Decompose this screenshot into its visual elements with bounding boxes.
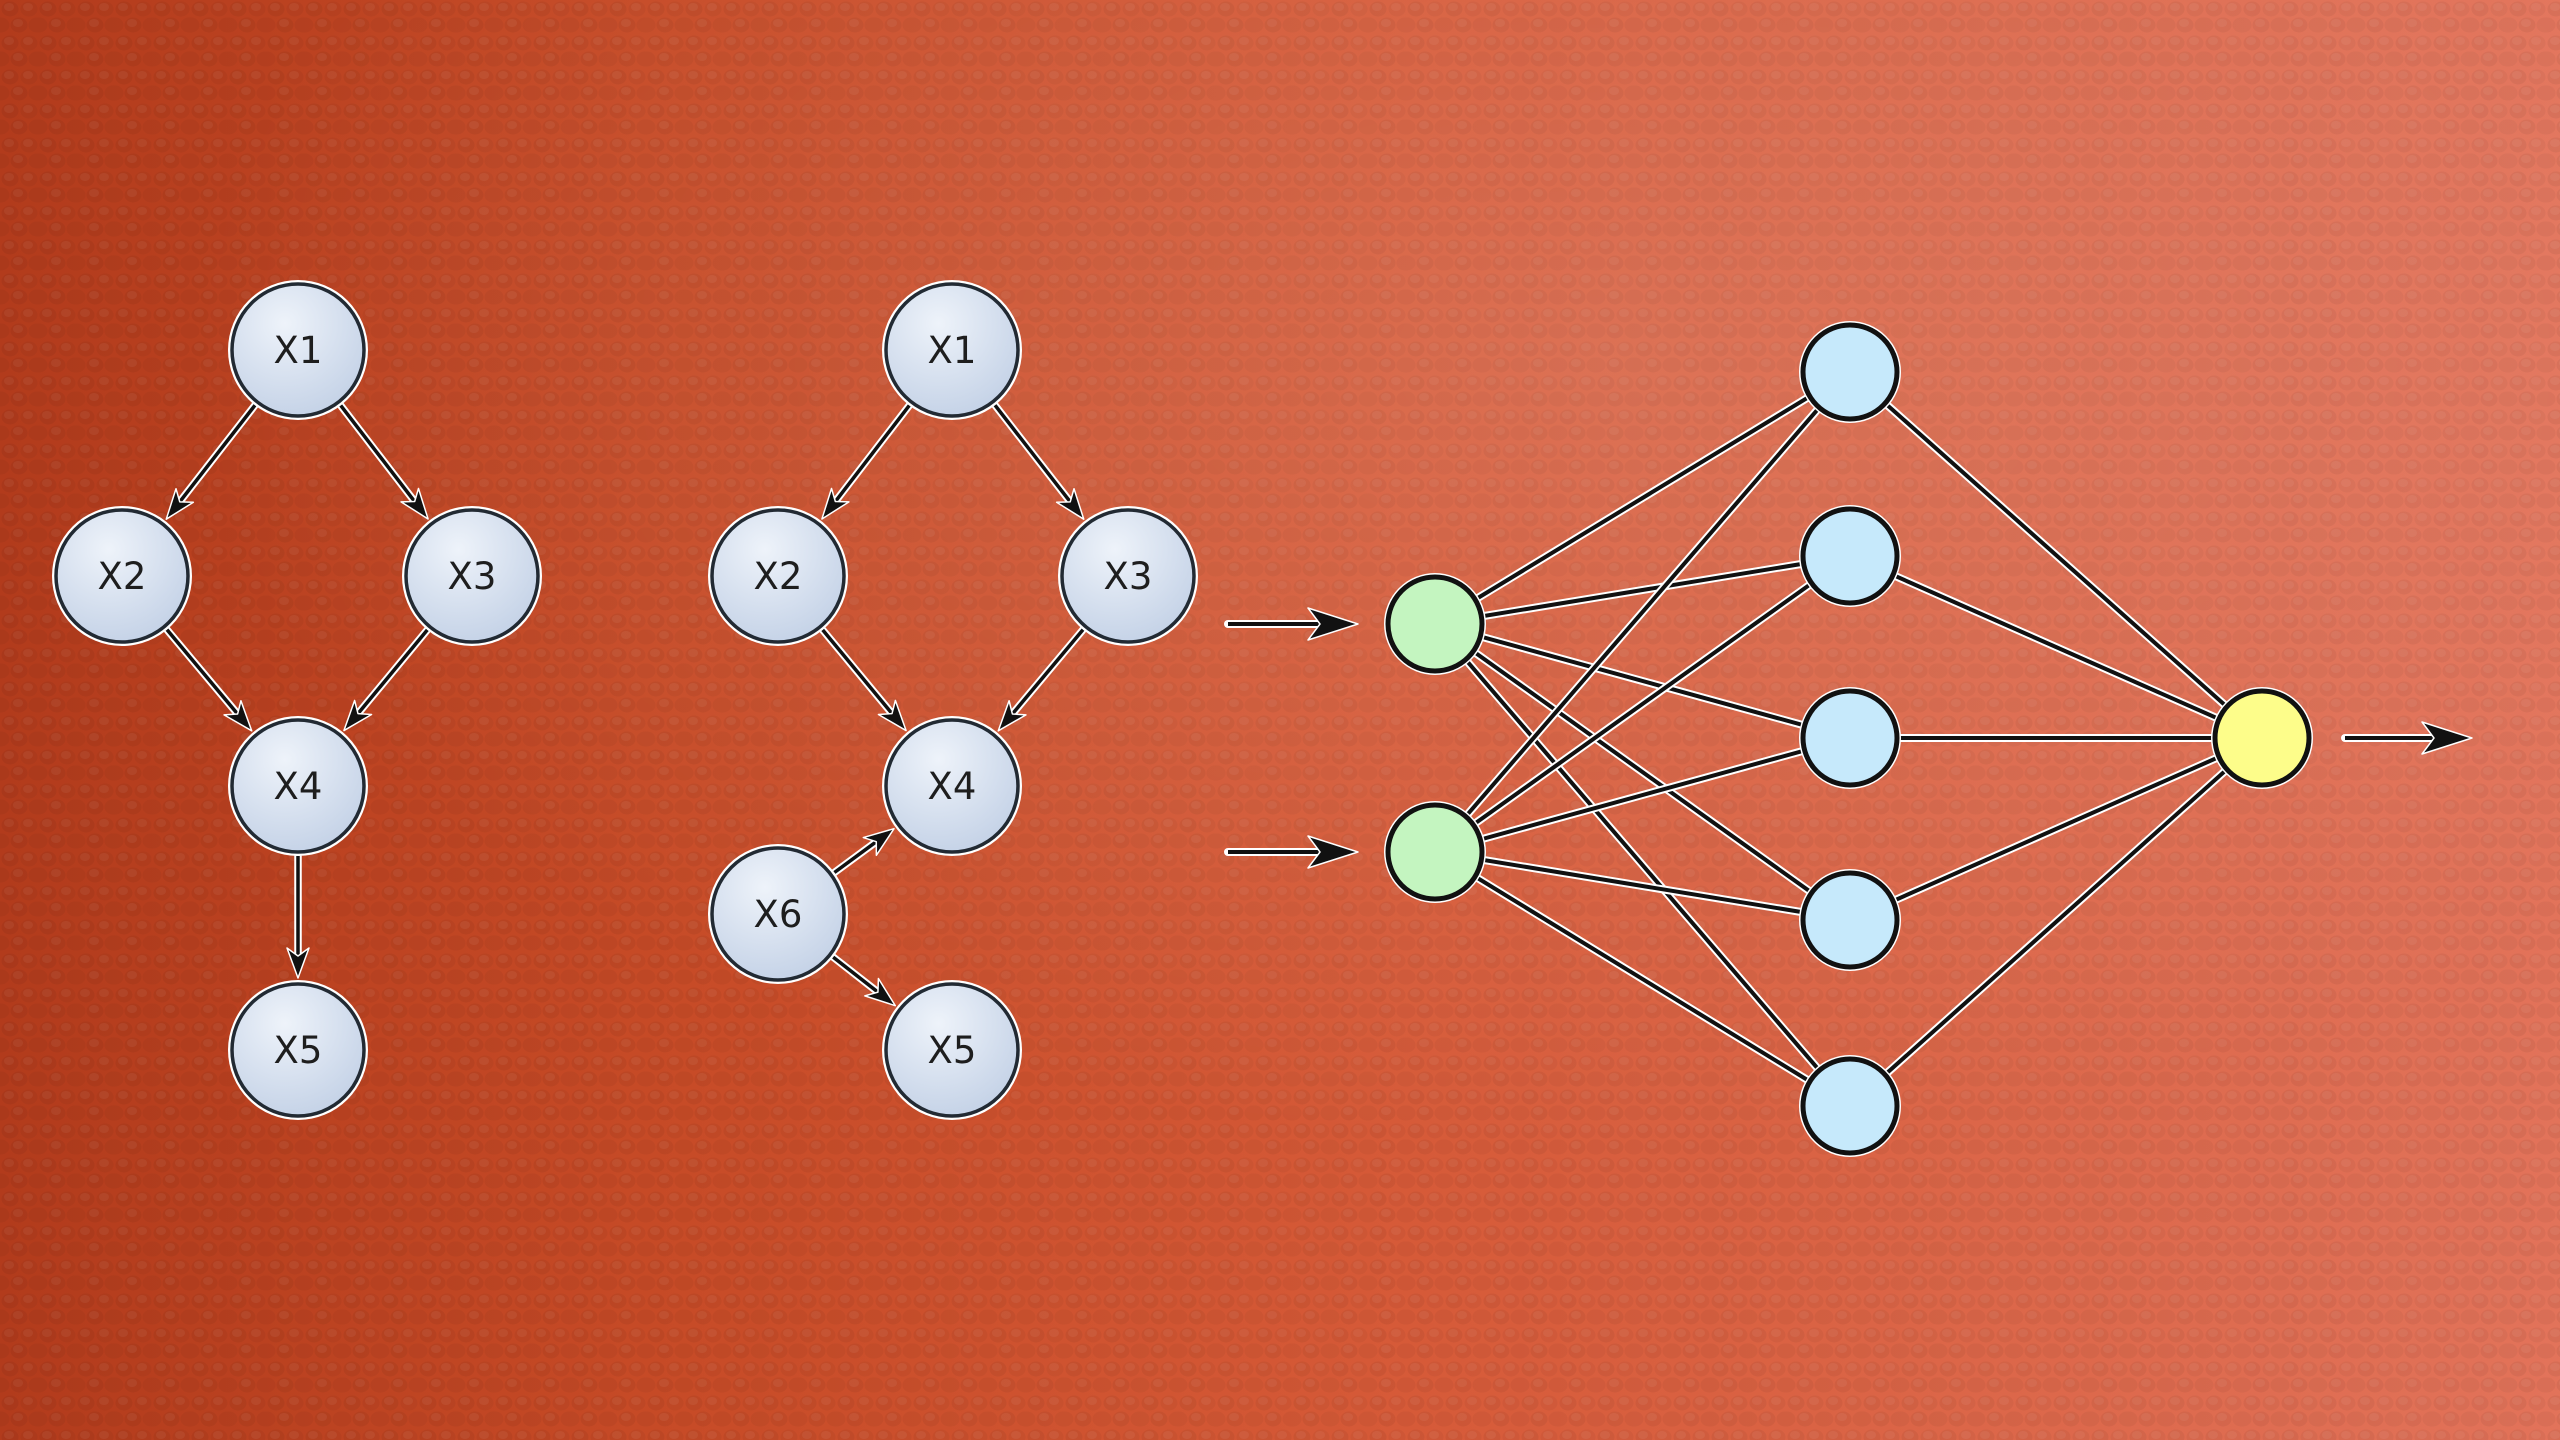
nn-connection-input2-hidden4 xyxy=(1434,848,1851,924)
nn-connection-input2-hidden3 xyxy=(1433,734,1852,856)
dag-b-edge-x6-x4 xyxy=(830,827,895,877)
dag-b-edge-x3-x4 xyxy=(997,625,1087,732)
nn-hidden-node-4 xyxy=(1799,869,1901,971)
nn-connection-input1-hidden1 xyxy=(1432,368,1853,628)
nn-hidden-node-1 xyxy=(1799,321,1901,423)
dag-b-node-x3-label: X3 xyxy=(1104,555,1153,598)
nn-hidden-node-2 xyxy=(1799,505,1901,607)
dag-a-node-x5: X5 xyxy=(228,980,368,1120)
dag-a-node-x3-label: X3 xyxy=(448,555,497,598)
nn-connection-input1-hidden4 xyxy=(1432,620,1853,924)
dag-a-node-x1: X1 xyxy=(228,280,368,420)
nn-input-arrow-2 xyxy=(1224,835,1359,869)
nn-connections xyxy=(1431,368,2265,1110)
dag-b-node-x1: X1 xyxy=(882,280,1022,420)
dag-b-edge-x1-x3 xyxy=(991,401,1085,520)
dag-b-edges xyxy=(818,401,1087,1007)
dag-a-node-x2: X2 xyxy=(52,506,192,646)
nn-connection-input1-hidden3 xyxy=(1433,620,1852,742)
nn-connection-hidden2-output1 xyxy=(1848,552,2264,742)
dag-b-node-x6-label: X6 xyxy=(754,893,803,936)
dag-a-edge-x1-x3 xyxy=(336,401,429,520)
nn-connection-input2-hidden2 xyxy=(1432,552,1853,856)
dag-a-edge-x4-x5 xyxy=(286,852,310,979)
dag-a-node-x4: X4 xyxy=(228,716,368,856)
neural-network xyxy=(1224,321,2473,1157)
nn-output-arrow-1 xyxy=(2341,721,2473,755)
dag-b-node-x2: X2 xyxy=(708,506,848,646)
dag-b-node-x2-label: X2 xyxy=(754,555,803,598)
nn-connection-input1-hidden5 xyxy=(1431,621,1854,1109)
dag-b-edge-x6-x5 xyxy=(829,953,897,1007)
dag-b-edge-x1-x2 xyxy=(821,401,914,520)
dag-b-node-x4-label: X4 xyxy=(928,765,977,808)
dag-a-edges xyxy=(163,401,432,979)
dag-a-edge-x2-x4 xyxy=(163,625,253,732)
nn-input-arrow-1 xyxy=(1224,607,1359,641)
nn-connection-hidden1-output1 xyxy=(1847,369,2265,741)
dag-b-node-x3: X3 xyxy=(1058,506,1198,646)
dag-b-node-x5-label: X5 xyxy=(928,1029,977,1072)
nn-input-node-2 xyxy=(1384,801,1486,903)
nn-connection-input2-hidden1 xyxy=(1431,369,1854,855)
nn-connection-input2-hidden5 xyxy=(1432,848,1853,1110)
nn-connection-input1-hidden2 xyxy=(1434,552,1851,628)
dag-a-node-x4-label: X4 xyxy=(274,765,323,808)
dag-b-edge-x2-x4 xyxy=(818,626,907,732)
dag-b-node-x5: X5 xyxy=(882,980,1022,1120)
dag-a-node-x2-label: X2 xyxy=(98,555,147,598)
dag-a-edge-x3-x4 xyxy=(343,626,432,732)
nn-connection-hidden5-output1 xyxy=(1847,735,2265,1109)
dag-a-node-x1-label: X1 xyxy=(274,329,323,372)
dag-a-node-x3: X3 xyxy=(402,506,542,646)
dag-a-node-x5-label: X5 xyxy=(274,1029,323,1072)
dag-a-edge-x1-x2 xyxy=(165,401,259,520)
dag-b-node-x1-label: X1 xyxy=(928,329,977,372)
nn-connection-hidden4-output1 xyxy=(1848,734,2264,924)
dag-b-node-x6: X6 xyxy=(708,844,848,984)
nn-output-node-1 xyxy=(2211,687,2313,789)
dag-b-node-x4: X4 xyxy=(882,716,1022,856)
nn-input-node-1 xyxy=(1384,573,1486,675)
nn-hidden-node-3 xyxy=(1799,687,1901,789)
nn-hidden-node-5 xyxy=(1799,1055,1901,1157)
